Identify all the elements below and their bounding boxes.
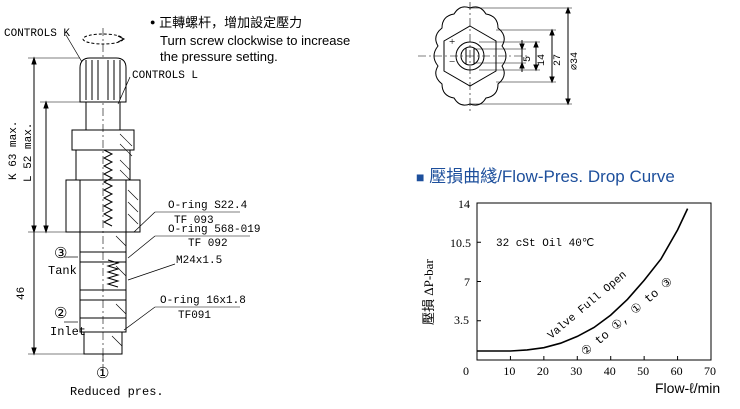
- chart-title-text: 壓損曲綫/Flow-Pres. Drop Curve: [429, 167, 675, 186]
- plus-symbol: +: [449, 36, 456, 48]
- oring3-size-label: O-ring 16x1.8: [160, 295, 246, 307]
- controls-k-label: CONTROLS K: [4, 28, 71, 40]
- y-tick-7: 7: [464, 275, 470, 289]
- x-tick-label: 20: [536, 364, 549, 378]
- oring3-code-label: TF091: [178, 310, 212, 322]
- y-tick-3-5: 3.5: [454, 313, 469, 327]
- controls-l-label: CONTROLS L: [132, 70, 199, 82]
- y-tick-14: 14: [458, 197, 470, 211]
- instruction-zh: 正轉螺杆，增加設定壓力: [159, 15, 303, 30]
- port2-name: Inlet: [50, 325, 87, 339]
- port3-number: ③: [54, 246, 68, 262]
- port2-number: ②: [54, 306, 68, 322]
- port1-name: Reduced pres.: [70, 385, 164, 399]
- oring1-code-label: TF 093: [174, 215, 214, 227]
- x-tick-label: 60: [670, 364, 683, 378]
- x-tick-label: 30: [570, 364, 583, 378]
- oil-annotation: 32 cSt Oil 40℃: [496, 238, 595, 250]
- thread-label: M24x1.5: [176, 255, 223, 267]
- port1-number: ①: [96, 366, 110, 382]
- port3-name: Tank: [48, 264, 77, 278]
- x-tick-origin: 0: [463, 364, 469, 378]
- valve-section-drawing: [28, 28, 250, 375]
- end-view-drawing: [418, 2, 572, 112]
- y-axis-label: 壓損 ΔP-bar: [421, 259, 436, 325]
- minus-symbol: −: [449, 56, 456, 68]
- bullet-icon: ●: [150, 17, 156, 27]
- instruction-en-line2: the pressure setting.: [160, 49, 278, 64]
- x-tick-label: 70: [704, 364, 716, 378]
- x-axis-label: Flow-ℓ/min: [655, 380, 721, 396]
- instruction-en-line1: Turn screw clockwise to increase: [160, 33, 351, 48]
- oring2-code-label: TF 092: [188, 238, 228, 250]
- y-tick-10-5: 10.5: [450, 236, 471, 250]
- oring2-size-label: O-ring 568-019: [168, 224, 261, 236]
- x-tick-label: 40: [603, 364, 616, 378]
- chart-title: ■ 壓損曲綫/Flow-Pres. Drop Curve: [416, 162, 675, 187]
- instruction-note: ● 正轉螺杆，增加設定壓力: [150, 14, 302, 31]
- oring1-size-label: O-ring S22.4: [168, 200, 248, 212]
- series-line: [477, 208, 689, 352]
- x-tick-label: 10: [503, 364, 516, 378]
- title-square-icon: ■: [416, 169, 425, 185]
- x-tick-label: 50: [637, 364, 650, 378]
